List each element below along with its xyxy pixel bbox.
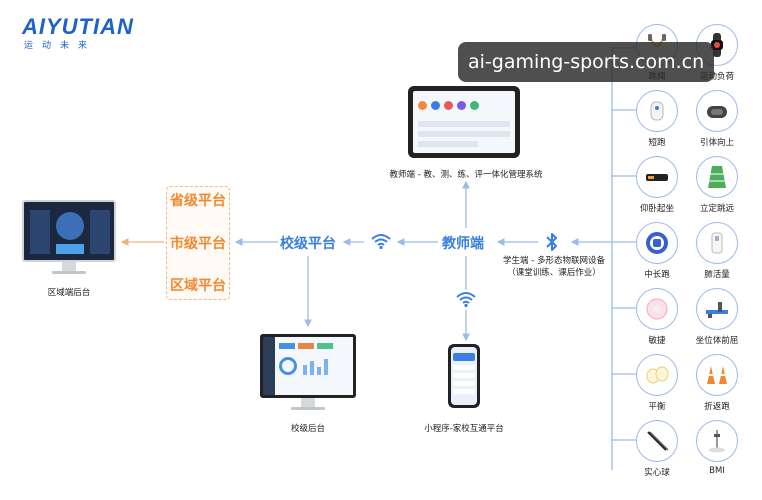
device-label: 仰卧起坐 <box>639 204 674 214</box>
device-item: 立定跳远 <box>677 156 757 214</box>
device-item: 引体向上 <box>677 90 757 148</box>
device-item: BMI <box>677 420 757 476</box>
medicine-ball-icon <box>636 420 678 462</box>
device-item: 敏捷 <box>617 288 697 346</box>
pull-up-sensor-icon <box>696 90 738 132</box>
watermark: ai-gaming-sports.com.cn <box>458 42 715 82</box>
device-label: 运动负荷 <box>699 72 734 82</box>
teacher-terminal-label: 教师端 <box>442 236 484 252</box>
device-item: 坐位体前屈 <box>677 288 757 346</box>
bluetooth-icon <box>544 232 560 256</box>
teacher-system-caption: 教师端 - 教、测、练、评一体化管理系统 <box>389 170 543 180</box>
device-item: 中长跑 <box>617 222 697 280</box>
brand-subtitle: 运动未来 <box>24 41 97 51</box>
school-backend-monitor <box>260 334 356 416</box>
phone-screen <box>451 347 477 405</box>
student-terminal-subcaption: （课堂训练、课后作业） <box>507 268 601 278</box>
district-backend-caption: 区域端后台 <box>47 288 91 298</box>
teacher-tablet <box>408 86 520 158</box>
mini-program-phone <box>448 344 480 408</box>
sit-up-mat-icon <box>636 156 678 198</box>
device-label: 中长跑 <box>644 270 670 280</box>
spirometer-icon <box>696 222 738 264</box>
height-scale-icon <box>696 420 738 462</box>
tablet-screen <box>413 91 515 153</box>
brand-logo: AIYUTIAN <box>22 14 134 39</box>
device-item: 折返跑 <box>677 354 757 412</box>
monitor-screen <box>260 334 356 398</box>
device-label: BMI <box>709 466 725 476</box>
device-label: 短跑 <box>648 138 666 148</box>
platform-hierarchy-box <box>166 186 230 300</box>
province-platform-label: 省级平台 <box>170 193 226 209</box>
city-platform-label: 市级平台 <box>170 236 226 252</box>
agility-pad-icon <box>636 288 678 330</box>
device-label: 平衡 <box>648 402 666 412</box>
monitor-screen <box>22 200 116 262</box>
mini-program-caption: 小程序-家校互通平台 <box>424 424 504 434</box>
device-item: 肺活量 <box>677 222 757 280</box>
student-terminal-caption: 学生端 - 多形态物联网设备 <box>503 256 605 266</box>
device-item: 平衡 <box>617 354 697 412</box>
wifi-icon <box>370 232 392 254</box>
district-platform-label: 区域平台 <box>170 278 226 294</box>
device-label: 引体向上 <box>699 138 734 148</box>
wristband-icon <box>636 222 678 264</box>
device-label: 肺活量 <box>704 270 730 280</box>
device-item: 仰卧起坐 <box>617 156 697 214</box>
wifi-icon <box>455 290 477 312</box>
school-backend-caption: 校级后台 <box>290 424 325 434</box>
device-label: 立定跳远 <box>699 204 734 214</box>
device-label: 敏捷 <box>648 336 666 346</box>
cones-icon <box>696 354 738 396</box>
district-backend-monitor <box>22 200 116 278</box>
device-item: 实心球 <box>617 420 697 478</box>
sit-and-reach-icon <box>696 288 738 330</box>
device-label: 坐位体前屈 <box>695 336 739 346</box>
school-platform-label: 校级平台 <box>280 236 336 252</box>
sprint-sensor-icon <box>636 90 678 132</box>
long-jump-mat-icon <box>696 156 738 198</box>
device-label: 实心球 <box>644 468 670 478</box>
balance-pad-icon <box>636 354 678 396</box>
device-label: 折返跑 <box>704 402 730 412</box>
device-item: 短跑 <box>617 90 697 148</box>
